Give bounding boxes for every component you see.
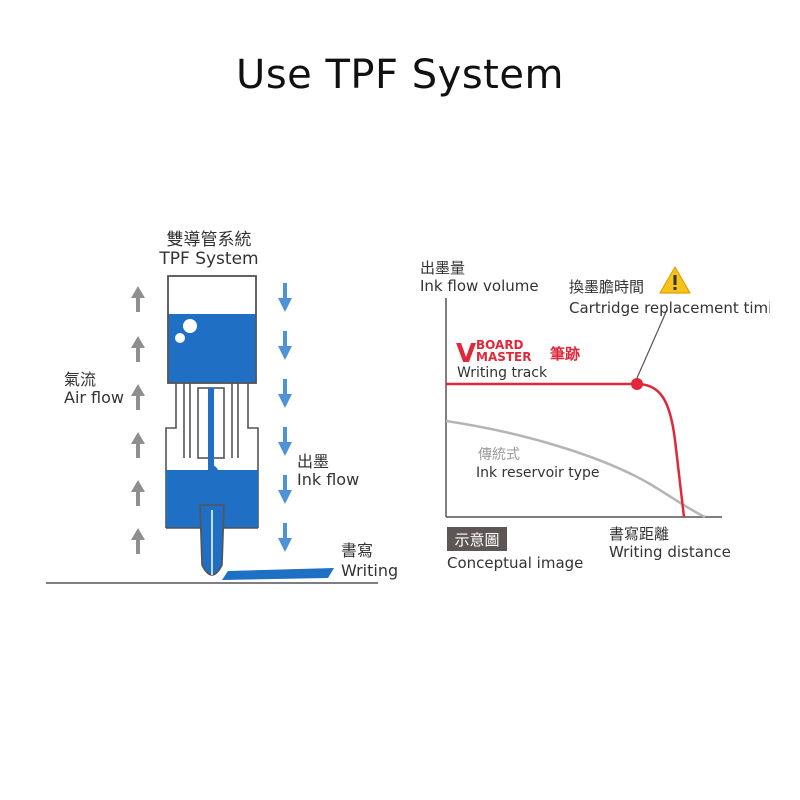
replacement-label-zh: 換墨膽時間	[569, 278, 644, 296]
arrow-up-icon	[131, 336, 145, 362]
x-axis-label-en: Writing distance	[609, 543, 731, 561]
arrow-up-icon	[131, 528, 145, 554]
page-title: Use TPF System	[236, 52, 564, 98]
air-flow-label-en: Air flow	[64, 388, 124, 407]
ink-reservoir-curve	[445, 419, 706, 519]
brand-v: V	[456, 339, 476, 369]
tpf-heading-en: TPF System	[158, 249, 258, 269]
replacement-pointer	[636, 311, 667, 379]
traditional-label-en: Ink reservoir type	[476, 465, 600, 481]
arrow-down-icon	[278, 523, 292, 552]
writing-track-label: Writing track	[457, 365, 548, 381]
arrow-down-icon	[278, 427, 292, 456]
board-master-logo: V BOARD MASTER 筆跡	[456, 338, 580, 369]
arrow-up-icon	[131, 384, 145, 410]
tpf-pen-diagram: 雙導管系統 TPF System	[46, 230, 398, 584]
y-axis-label-en: Ink flow volume	[420, 277, 539, 295]
ink-flow-arrows	[278, 283, 292, 552]
tpf-heading-zh: 雙導管系統	[167, 230, 252, 250]
writing-track-curve	[446, 382, 686, 518]
written-ink-stroke	[222, 568, 334, 580]
arrow-down-icon	[278, 379, 292, 408]
arrow-down-icon	[278, 331, 292, 360]
arrow-down-icon	[278, 283, 292, 312]
ink-flow-label-zh: 出墨	[297, 452, 329, 471]
y-axis-label-zh: 出墨量	[420, 259, 465, 277]
arrow-down-icon	[278, 475, 292, 504]
concept-badge-text: 示意圖	[454, 531, 499, 549]
air-flow-arrows	[131, 286, 145, 554]
brand-zh: 筆跡	[550, 345, 580, 363]
warning-icon	[659, 266, 691, 294]
replacement-label-en: Cartridge replacement timi	[569, 299, 772, 317]
arrow-up-icon	[131, 480, 145, 506]
ink-flow-label-en: Ink flow	[297, 470, 359, 489]
writing-label-zh: 書寫	[341, 541, 373, 560]
concept-badge	[447, 527, 507, 551]
brand-line2: MASTER	[476, 350, 532, 364]
brand-line1: BOARD	[476, 338, 524, 352]
traditional-label-zh: 傳統式	[478, 447, 520, 463]
arrow-up-icon	[131, 432, 145, 458]
pen-body	[165, 275, 259, 576]
replacement-point	[631, 378, 643, 390]
ink-flow-chart: 出墨量 Ink flow volume 傳統式 Ink reservoir ty…	[420, 259, 772, 572]
writing-label-en: Writing	[341, 561, 398, 580]
arrow-up-icon	[131, 286, 145, 312]
x-axis-label-zh: 書寫距離	[609, 525, 669, 543]
air-flow-label-zh: 氣流	[64, 370, 96, 389]
concept-label-en: Conceptual image	[447, 554, 583, 572]
